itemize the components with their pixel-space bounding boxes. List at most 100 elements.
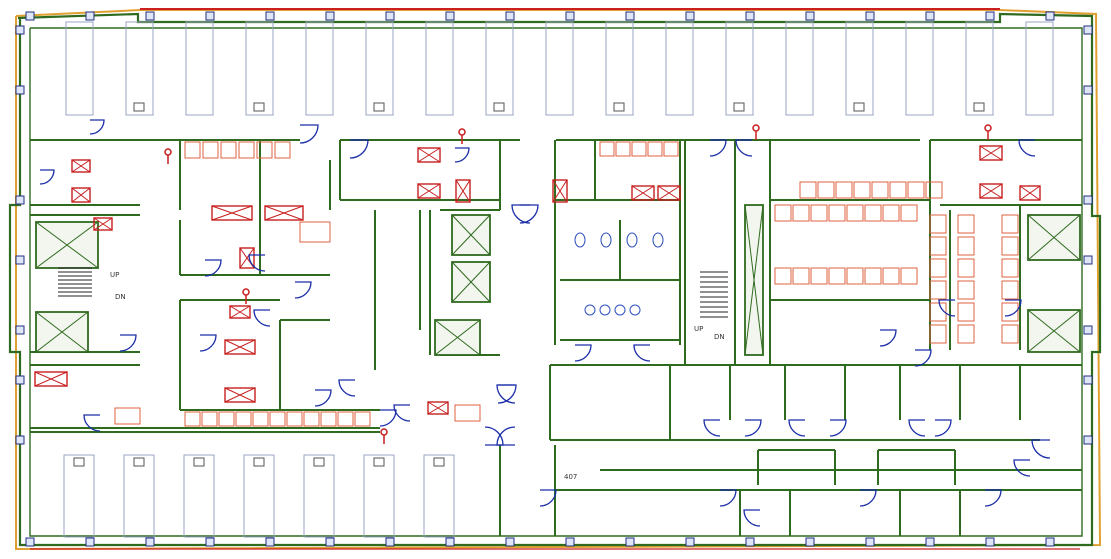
structural-column xyxy=(15,195,25,205)
structural-column xyxy=(385,537,395,547)
bench xyxy=(1001,258,1019,278)
chair xyxy=(835,181,853,199)
fire-extinguisher xyxy=(984,124,992,132)
bench xyxy=(1001,302,1019,322)
equipment-unit xyxy=(224,339,256,355)
equipment-unit xyxy=(455,179,471,203)
structural-column xyxy=(85,537,95,547)
stairs xyxy=(58,267,728,318)
chair xyxy=(871,181,889,199)
chair xyxy=(810,267,828,285)
door-swing xyxy=(338,379,356,397)
counter-cabinet xyxy=(274,141,291,159)
structural-column xyxy=(925,537,935,547)
interior-walls xyxy=(30,139,1082,536)
parking-bay-top xyxy=(785,21,814,116)
bench xyxy=(957,236,975,256)
counter-cabinet xyxy=(337,411,354,427)
parking-bays-top xyxy=(65,21,1054,116)
equipment-unit xyxy=(979,145,1003,161)
shaft-diagonal xyxy=(35,221,99,269)
structural-column xyxy=(445,537,455,547)
structural-column xyxy=(985,537,995,547)
door-swing xyxy=(539,489,557,507)
structural-column xyxy=(1083,195,1093,205)
door-swing xyxy=(484,426,504,446)
structural-column xyxy=(745,11,755,21)
shaft-diagonal xyxy=(451,214,491,256)
door-swing xyxy=(743,509,761,527)
parking-bay-top xyxy=(725,21,754,116)
equipment-unit-diag xyxy=(552,179,568,203)
equipment-unit xyxy=(71,187,91,203)
equipment-unit-diag xyxy=(631,185,655,201)
parking-bay-top xyxy=(425,21,454,116)
door-swing xyxy=(248,254,266,272)
structural-column xyxy=(25,11,35,21)
parking-bay-bottom xyxy=(303,454,335,538)
chair xyxy=(846,204,864,222)
doors xyxy=(39,119,1051,527)
chair xyxy=(882,267,900,285)
chair xyxy=(864,267,882,285)
counter-cabinet xyxy=(218,411,235,427)
equipment-unit xyxy=(417,147,441,163)
sink-fixture xyxy=(629,304,641,316)
bench xyxy=(929,214,947,234)
furniture xyxy=(114,141,1019,427)
room-number-label: 407 xyxy=(564,473,578,481)
counter-cabinet xyxy=(256,141,273,159)
door-swing xyxy=(788,419,806,437)
bench xyxy=(929,258,947,278)
equipment-unit xyxy=(427,401,449,415)
bay-marker-bottom xyxy=(193,457,205,467)
chair xyxy=(828,267,846,285)
bay-marker-top xyxy=(613,102,625,112)
counter-cabinet xyxy=(252,411,269,427)
bay-marker-top xyxy=(973,102,985,112)
chair xyxy=(774,267,792,285)
chair xyxy=(925,181,943,199)
toilet-fixture xyxy=(652,232,664,248)
chair xyxy=(846,267,864,285)
structural-column xyxy=(145,11,155,21)
parking-bay-bottom xyxy=(363,454,395,538)
exterior-accent-line xyxy=(15,9,1102,551)
shaft-diagonal xyxy=(434,319,481,356)
bay-marker-top xyxy=(373,102,385,112)
counter-cabinet xyxy=(631,141,647,157)
structural-column xyxy=(805,537,815,547)
door-swing xyxy=(1031,439,1051,459)
structural-column xyxy=(985,11,995,21)
equipment-unit xyxy=(631,185,655,201)
counter-cabinet xyxy=(238,141,255,159)
bay-marker-bottom xyxy=(73,457,85,467)
bay-marker-top xyxy=(253,102,265,112)
equipment-unit xyxy=(71,159,91,173)
door-swing xyxy=(496,426,516,446)
structural-column xyxy=(445,11,455,21)
parking-bays-bottom xyxy=(63,454,455,538)
chair xyxy=(817,181,835,199)
equipment-unit-diag xyxy=(417,183,441,199)
parking-bay-top xyxy=(245,21,274,116)
structural-column xyxy=(1083,85,1093,95)
structural-column xyxy=(685,537,695,547)
desk xyxy=(454,404,481,422)
structural-column xyxy=(685,11,695,21)
parking-bay-top xyxy=(125,21,154,116)
door-swing xyxy=(709,139,727,157)
exterior-wall-inner xyxy=(29,27,1083,537)
door-swing xyxy=(497,384,517,404)
structural-column xyxy=(145,537,155,547)
structural-column xyxy=(1083,325,1093,335)
door-swing xyxy=(519,204,539,224)
equipment-unit xyxy=(552,179,568,203)
parking-bay-top xyxy=(485,21,514,116)
equipment-unit-diag xyxy=(1019,185,1041,201)
fire-extinguisher xyxy=(164,148,172,156)
chair xyxy=(882,204,900,222)
fire-extinguisher xyxy=(242,288,250,296)
east-stair-up-label: UP xyxy=(694,325,704,333)
